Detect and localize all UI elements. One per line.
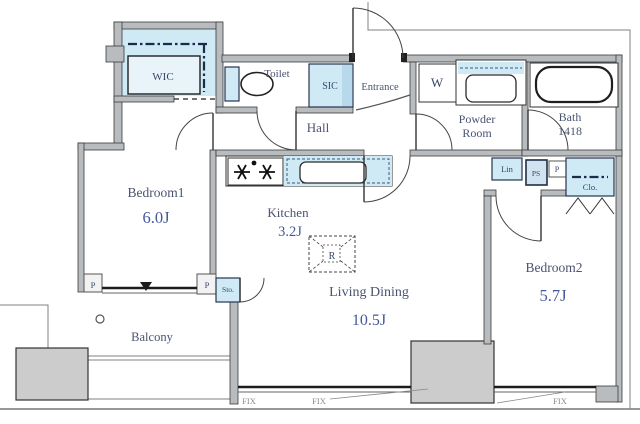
powder-counter bbox=[455, 59, 527, 106]
entrance-door-arc bbox=[352, 7, 404, 59]
bath-tub bbox=[529, 62, 619, 108]
washer-label: W bbox=[431, 75, 444, 90]
stove-knob bbox=[251, 160, 257, 166]
closet-bifold-door bbox=[565, 197, 615, 215]
bedroom2-door-arc bbox=[495, 195, 542, 242]
living-dining-size-label: 10.5J bbox=[352, 312, 386, 329]
powder-door-arc bbox=[415, 113, 453, 151]
doors bbox=[175, 7, 569, 303]
pillar-right-label: P bbox=[205, 280, 210, 290]
toilet-room bbox=[224, 66, 274, 102]
refrigerator-space bbox=[308, 235, 356, 273]
column-left bbox=[15, 347, 89, 401]
sic-label: SIC bbox=[322, 81, 338, 92]
kitchen-counter bbox=[225, 155, 393, 187]
entrance-label: Entrance bbox=[361, 82, 399, 93]
bedroom1-label: Bedroom1 bbox=[128, 185, 185, 200]
hall-living-door-arc bbox=[363, 155, 411, 203]
walls bbox=[77, 21, 623, 405]
hall-label: Hall bbox=[307, 120, 330, 135]
wic-area bbox=[122, 29, 216, 96]
bedroom2-label: Bedroom2 bbox=[526, 260, 583, 275]
balcony-label: Balcony bbox=[131, 330, 173, 344]
storage-label: Sto. bbox=[222, 285, 234, 294]
bath-label: Bath bbox=[559, 110, 582, 124]
fix-window-label-3: FIX bbox=[553, 396, 567, 406]
linen-box bbox=[491, 157, 523, 181]
bedroom1-size-label: 6.0J bbox=[142, 208, 170, 227]
windows bbox=[102, 286, 596, 404]
toilet-label: Toilet bbox=[264, 68, 290, 80]
kitchen-size-label: 3.2J bbox=[278, 224, 302, 240]
pipe-space-label: PS bbox=[532, 169, 540, 178]
bedroom2-size-label: 5.7J bbox=[539, 286, 567, 305]
bedroom1-door-arc bbox=[175, 112, 214, 151]
powder-room-label-2: Room bbox=[462, 126, 492, 140]
pipe-space-box bbox=[525, 159, 548, 186]
powder-room-label-1: Powder bbox=[459, 112, 496, 126]
balcony-drain bbox=[95, 314, 105, 324]
kitchen-label: Kitchen bbox=[267, 205, 309, 220]
linen-label: Lin bbox=[501, 164, 514, 174]
powder-sink bbox=[465, 74, 517, 103]
wic-label: WIC bbox=[152, 71, 173, 83]
closet-box bbox=[565, 157, 615, 215]
fix-window-label-1: FIX bbox=[242, 396, 256, 406]
entrance-jamb-left bbox=[349, 53, 355, 62]
pillar-left-label: P bbox=[91, 280, 96, 290]
labels: WIC Toilet SIC Entrance W Powder Room Ba… bbox=[91, 68, 598, 406]
window-marker-triangle bbox=[140, 282, 152, 291]
sic-closet bbox=[308, 63, 354, 108]
toilet-tank bbox=[224, 66, 240, 102]
fix-window-label-2: FIX bbox=[312, 396, 326, 406]
entrance-step bbox=[355, 94, 411, 111]
entrance-jamb-right bbox=[401, 53, 407, 62]
washer-box bbox=[418, 63, 457, 103]
pillar-small-label: P bbox=[555, 165, 560, 174]
column-center bbox=[410, 340, 495, 404]
pillar-left-box bbox=[83, 273, 103, 293]
stove-burners bbox=[234, 164, 275, 180]
kitchen-sink bbox=[299, 161, 367, 184]
storage-door-arc bbox=[239, 277, 265, 303]
refrigerator-label: R bbox=[329, 251, 336, 262]
toilet-door-arc bbox=[256, 110, 297, 151]
toilet-bowl bbox=[240, 71, 274, 97]
bath-size-label: 1418 bbox=[558, 124, 582, 138]
living-dining-label: Living Dining bbox=[329, 285, 409, 300]
bath-door-arc bbox=[527, 109, 569, 151]
closet-label: Clo. bbox=[583, 182, 597, 192]
